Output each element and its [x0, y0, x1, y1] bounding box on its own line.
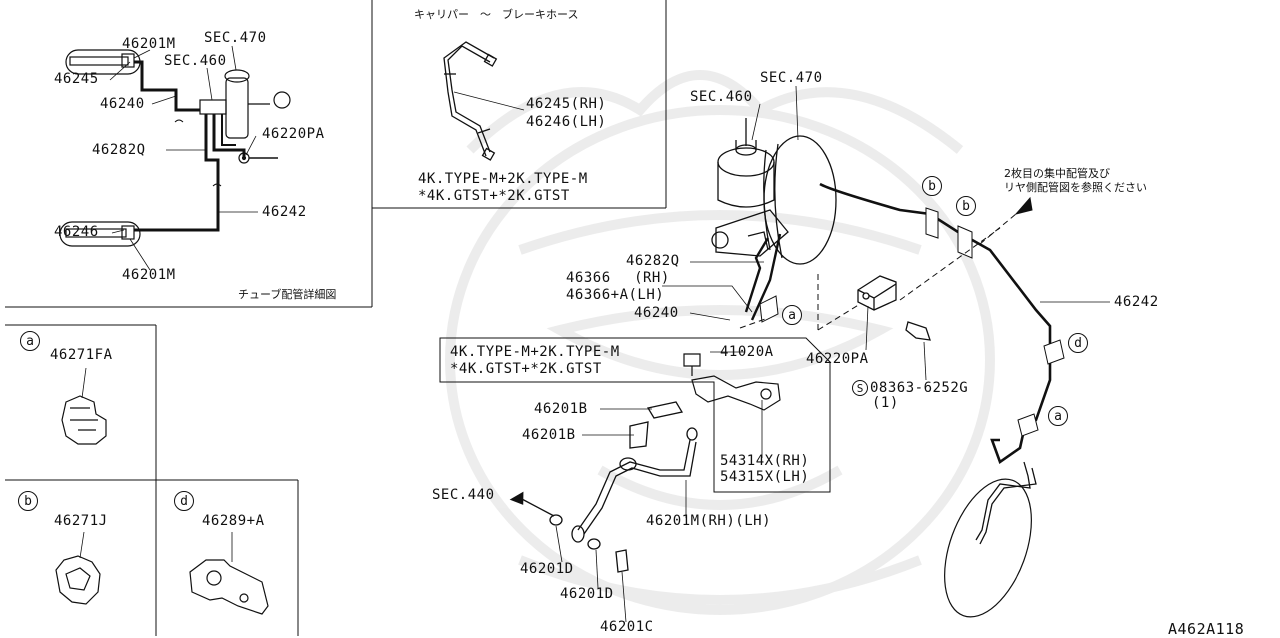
clip-a-drawing: [61, 367, 107, 445]
label-46289a: 46289+A: [202, 513, 265, 529]
label-sec460: SEC.460: [690, 89, 753, 105]
tag-circle-d-inset: d: [174, 491, 194, 511]
watermark-emblem: [445, 70, 995, 615]
valve-46220pa: [857, 275, 931, 341]
label-46242-inset: 46242: [262, 204, 307, 220]
tag-circle-b-inset: b: [18, 491, 38, 511]
label-46220pa: 46220PA: [806, 351, 869, 367]
label-08363-6252g: 08363-6252G: [870, 380, 969, 396]
label-46271j: 46271J: [54, 513, 108, 529]
label-sec470-inset: SEC.470: [204, 30, 267, 46]
tag-circle-b-2: b: [956, 196, 976, 216]
hose-46201m: [549, 401, 698, 573]
label-46246-inset: 46246: [54, 224, 99, 240]
caliper-hose-drawing: [443, 41, 498, 161]
note-line-1: 2枚目の集中配管及び: [1004, 167, 1110, 180]
tube-detail-drawing: [59, 49, 291, 247]
label-46201m-top: 46201M: [122, 36, 176, 52]
note-line-2: リヤ側配管図を参照ください: [1004, 181, 1147, 194]
inset-frames: [5, 0, 831, 636]
label-46246-lh: 46246(LH): [526, 114, 607, 130]
label-46282q: 46282Q: [626, 253, 680, 269]
label-46240: 46240: [634, 305, 679, 321]
bolt-s-circle: S: [852, 380, 868, 396]
label-sec460-inset: SEC.460: [164, 53, 227, 69]
label-46240-inset: 46240: [100, 96, 145, 112]
label-41020a: 41020A: [720, 344, 774, 360]
label-sec470: SEC.470: [760, 70, 823, 86]
box-type-line-1: 4K.TYPE-M+2K.TYPE-M: [450, 344, 620, 360]
label-46366-rh: 46366 (RH): [566, 270, 670, 286]
label-46366a-lh: 46366+A(LH): [566, 287, 665, 303]
tag-circle-a-rear: a: [1048, 406, 1068, 426]
bracket-54314x: [683, 353, 781, 411]
tube-leader-lines: [109, 45, 258, 271]
label-46282q-inset: 46282Q: [92, 142, 146, 158]
dashed-lines: [739, 213, 1017, 331]
box-type-line-2: *4K.GTST+*2K.GTST: [450, 361, 602, 377]
label-46245-rh: 46245(RH): [526, 96, 607, 112]
main-leader-lines: [555, 85, 1110, 623]
label-sec440: SEC.440: [432, 487, 495, 503]
tag-circle-d: d: [1068, 333, 1088, 353]
caliper-type-line-2: *4K.GTST+*2K.GTST: [418, 188, 570, 204]
tube-detail-caption: チューブ配管詳細図: [238, 288, 337, 301]
pipe-clip-tags: [759, 207, 1065, 437]
tag-circle-a-valve: a: [782, 305, 802, 325]
label-bolt-qty: (1): [872, 395, 899, 411]
label-46201d-2: 46201D: [560, 586, 614, 602]
label-54315x-lh: 54315X(LH): [720, 469, 810, 485]
label-46201c: 46201C: [600, 619, 654, 635]
label-46245-inset: 46245: [54, 71, 99, 87]
label-46201b-1: 46201B: [534, 401, 588, 417]
tag-circle-a-inset: a: [20, 331, 40, 351]
figure-id: A462A118: [1168, 620, 1245, 638]
clip-b-drawing: [55, 531, 101, 605]
label-46220pa-inset: 46220PA: [262, 126, 325, 142]
caliper-type-line-1: 4K.TYPE-M+2K.TYPE-M: [418, 171, 588, 187]
caliper-hose-title: キャリパー ～ ブレーキホース: [414, 8, 579, 21]
label-54314x-rh: 54314X(RH): [720, 453, 810, 469]
clip-d-drawing: [189, 532, 269, 615]
label-46242: 46242: [1114, 294, 1159, 310]
master-cylinder-booster: [711, 118, 837, 265]
label-46201d-1: 46201D: [520, 561, 574, 577]
label-46201m-rh-lh: 46201M(RH)(LH): [646, 513, 772, 529]
label-46271fa: 46271FA: [50, 347, 113, 363]
label-46201m-bottom: 46201M: [122, 267, 176, 283]
arrows: [509, 196, 1033, 517]
tag-circle-b-1: b: [922, 176, 942, 196]
label-46201b-2: 46201B: [522, 427, 576, 443]
